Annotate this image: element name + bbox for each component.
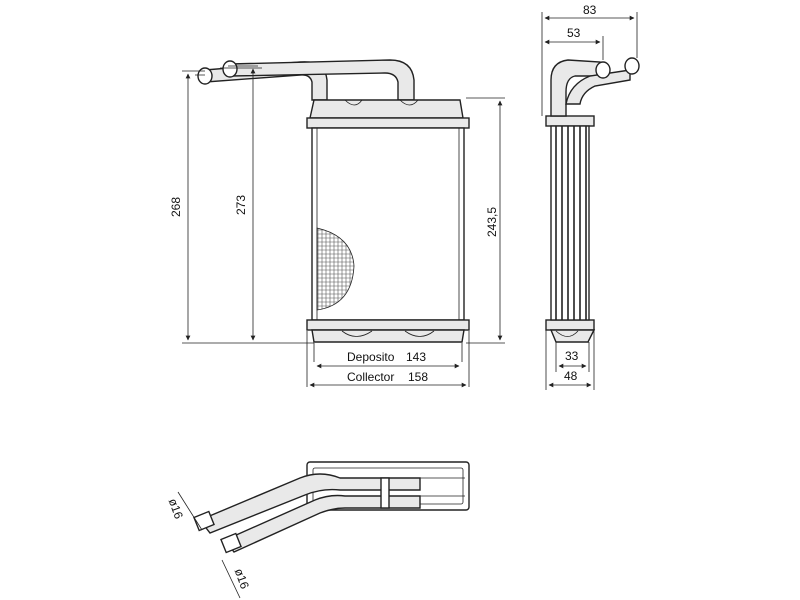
side-view: 83 53 33 48 bbox=[541, 3, 640, 390]
pipe-dia-1-label: ø16 bbox=[166, 497, 186, 522]
top-view-clip bbox=[380, 477, 390, 509]
bottom-header bbox=[306, 319, 470, 331]
dim-collector: Collector 158 bbox=[306, 331, 470, 388]
dim-53: 53 bbox=[544, 26, 604, 60]
side-core bbox=[550, 125, 590, 321]
dim-273: 273 bbox=[228, 65, 258, 341]
side-bottom-header bbox=[545, 319, 595, 331]
dim-83: 83 bbox=[541, 3, 638, 116]
deposito-value: 143 bbox=[406, 350, 426, 364]
collector-label: Collector bbox=[347, 370, 394, 384]
dim-deposito: Deposito 143 bbox=[313, 343, 463, 369]
pipe-dia-2-label: ø16 bbox=[232, 567, 252, 592]
bottom-tank bbox=[311, 329, 465, 343]
core-fins bbox=[316, 227, 355, 311]
pipe-dia-1: ø16 bbox=[166, 491, 203, 531]
top-header bbox=[306, 117, 470, 129]
dim-48-label: 48 bbox=[564, 369, 578, 383]
front-view: 268 273 243,5 Deposito 143 Collector 158 bbox=[169, 59, 505, 388]
dim-48: 48 bbox=[545, 330, 595, 390]
dim-83-label: 83 bbox=[583, 3, 597, 17]
dim-33-label: 33 bbox=[565, 349, 579, 363]
side-top-header bbox=[545, 115, 595, 127]
dim-243-5-label: 243,5 bbox=[485, 207, 499, 237]
deposito-label: Deposito bbox=[347, 350, 395, 364]
dim-273-label: 273 bbox=[234, 195, 248, 215]
front-pipes bbox=[195, 59, 415, 101]
pipe-dia-2: ø16 bbox=[221, 559, 252, 599]
dim-268: 268 bbox=[169, 70, 314, 344]
collector-value: 158 bbox=[408, 370, 428, 384]
dim-33: 33 bbox=[555, 342, 590, 372]
dim-243-5: 243,5 bbox=[466, 97, 505, 344]
top-view: ø16 ø16 bbox=[166, 461, 470, 599]
dim-268-label: 268 bbox=[169, 197, 183, 217]
dim-53-label: 53 bbox=[567, 26, 581, 40]
top-tank bbox=[309, 99, 464, 119]
